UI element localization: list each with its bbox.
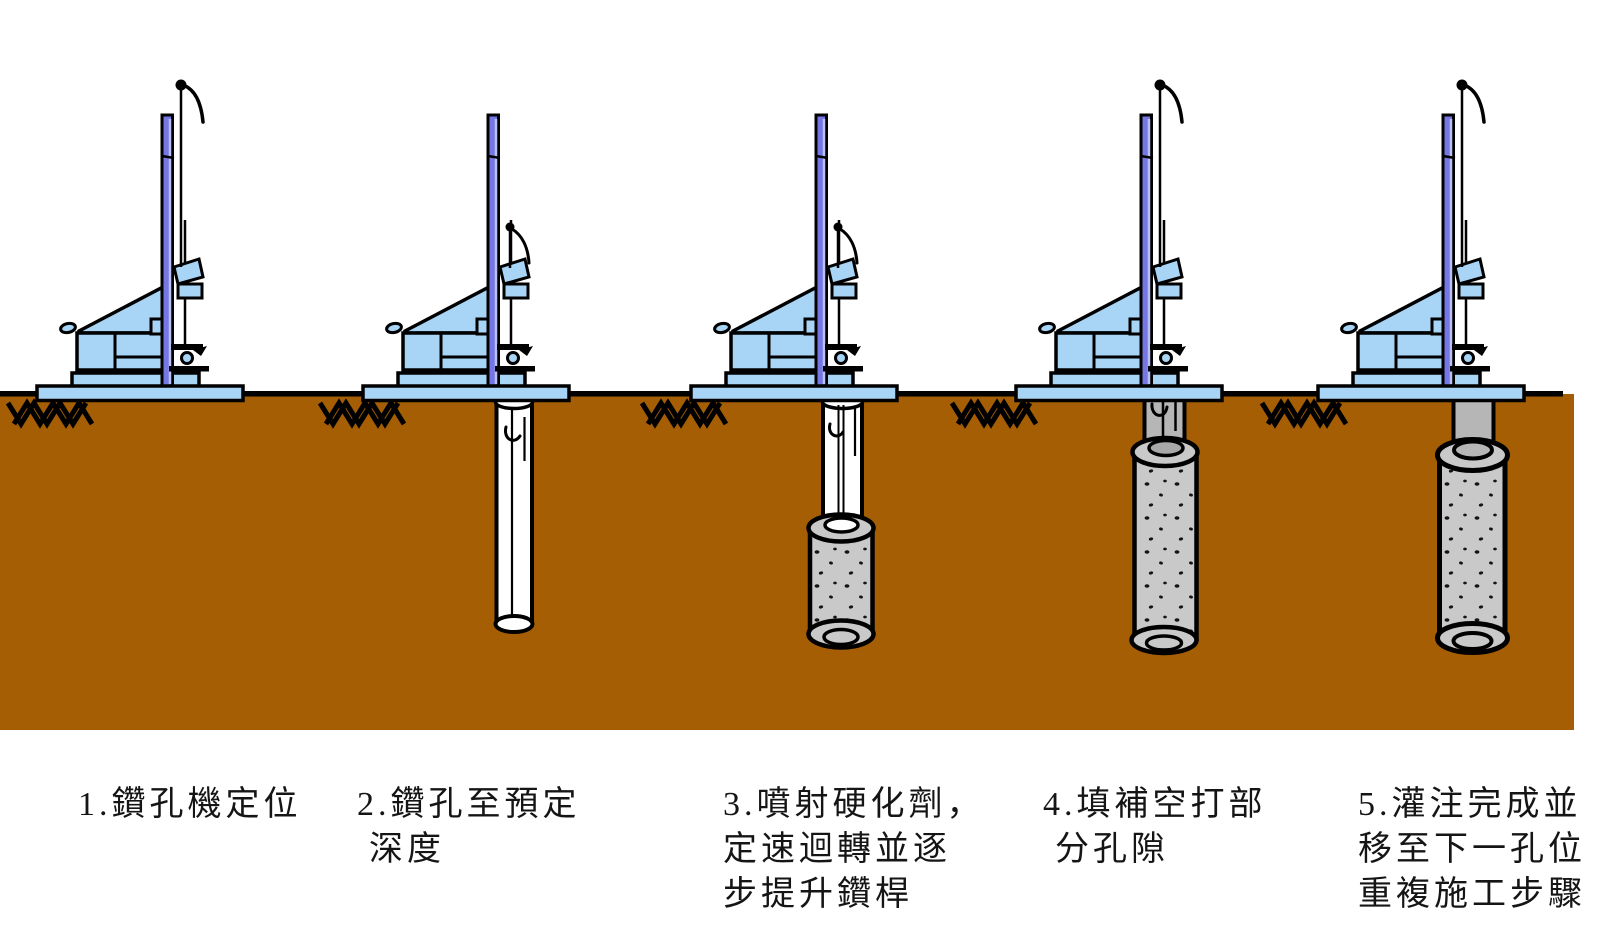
drill-rig-step1 [35, 77, 245, 403]
grout-column-step4 [1129, 394, 1200, 656]
ground [0, 391, 1574, 730]
drill-bit-hook [828, 422, 845, 438]
drill-bit-hook [1150, 402, 1169, 417]
hoist-cable [1454, 77, 1486, 269]
drill-rig-step4 [1014, 77, 1224, 403]
drill-rig-step2 [361, 113, 571, 403]
grout-column-step5 [1435, 394, 1510, 655]
hoist-cable [173, 77, 205, 269]
drill-rig-step3 [689, 113, 899, 403]
grout-speckles [1137, 466, 1193, 638]
borehole-open-step2 [493, 393, 535, 634]
borehole-grouting-step3 [806, 393, 876, 650]
drill-rig-step5 [1316, 77, 1526, 403]
hoist-cable [1152, 77, 1184, 269]
drill-bit-hook [504, 425, 522, 442]
grout-speckles [1442, 470, 1502, 637]
